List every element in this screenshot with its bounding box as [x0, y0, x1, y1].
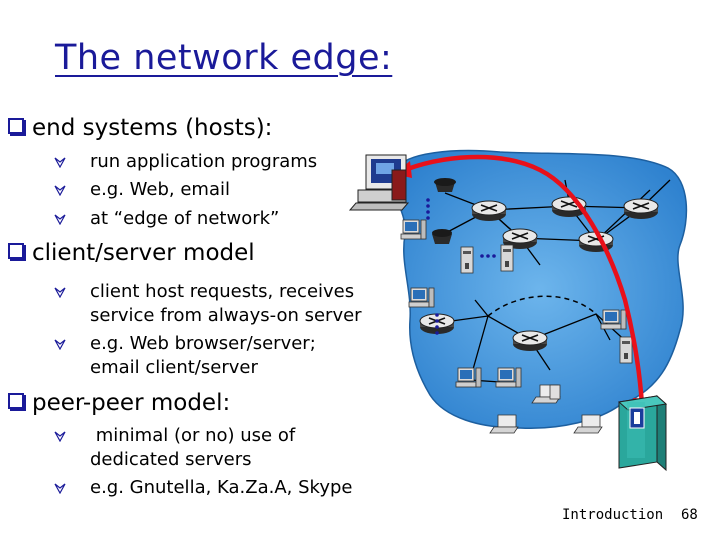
checkbox-bullet-icon: [8, 243, 24, 259]
checkbox-bullet-icon: [8, 118, 24, 134]
desktop-icon: [408, 287, 435, 308]
bullet-text: client host requests, receives: [90, 281, 355, 302]
server-icon: [617, 394, 668, 472]
router-icon: [623, 198, 659, 220]
check-diamond-icon: [54, 483, 66, 494]
wireless-base-station-icon: [549, 384, 561, 400]
bullet-text: e.g. Web, email: [90, 179, 230, 200]
check-diamond-icon: [54, 431, 66, 442]
section-end-systems: end systems (hosts):: [8, 115, 272, 141]
check-diamond-icon: [54, 214, 66, 225]
modem-icon: [434, 178, 456, 192]
footer-label: Introduction: [562, 507, 664, 523]
bullet-text: run application programs: [90, 151, 318, 172]
bullet-text-cont: service from always-on server: [90, 305, 362, 326]
check-diamond-icon: [54, 157, 66, 168]
check-diamond-icon: [54, 287, 66, 298]
desktop-icon: [400, 219, 427, 240]
bullet-text: minimal (or no) use of: [90, 425, 296, 446]
desktop-icon: [495, 367, 522, 388]
router-icon: [419, 313, 455, 335]
client-host-icon: [348, 154, 410, 211]
section-client-server: client/server model: [8, 240, 255, 266]
section-heading: peer-peer model:: [32, 390, 231, 416]
section-heading: client/server model: [32, 240, 255, 266]
check-diamond-icon: [54, 339, 66, 350]
server-tower-icon: [500, 244, 514, 272]
desktop-icon: [600, 309, 627, 330]
section-peer-peer: peer-peer model:: [8, 390, 230, 416]
checkbox-bullet-icon: [8, 393, 24, 409]
bullet-text: e.g. Gnutella, Ka.Za.A, Skype: [90, 477, 353, 498]
bullet-text: at “edge of network”: [90, 208, 280, 229]
server-tower-icon: [619, 336, 633, 364]
phone-icon: [432, 229, 452, 244]
page-number: 68: [681, 507, 698, 523]
check-diamond-icon: [54, 185, 66, 196]
client-server-arrow: [399, 154, 645, 406]
section-heading: end systems (hosts):: [32, 115, 273, 141]
slide-title: The network edge:: [55, 38, 393, 78]
router-icon: [471, 200, 507, 222]
desktop-icon: [455, 367, 482, 388]
router-icon: [512, 330, 548, 352]
bullet-text-cont: email client/server: [90, 357, 258, 378]
server-tower-icon: [460, 246, 474, 274]
bullet-text-cont: dedicated servers: [90, 449, 252, 470]
bullet-text: e.g. Web browser/server;: [90, 333, 316, 354]
